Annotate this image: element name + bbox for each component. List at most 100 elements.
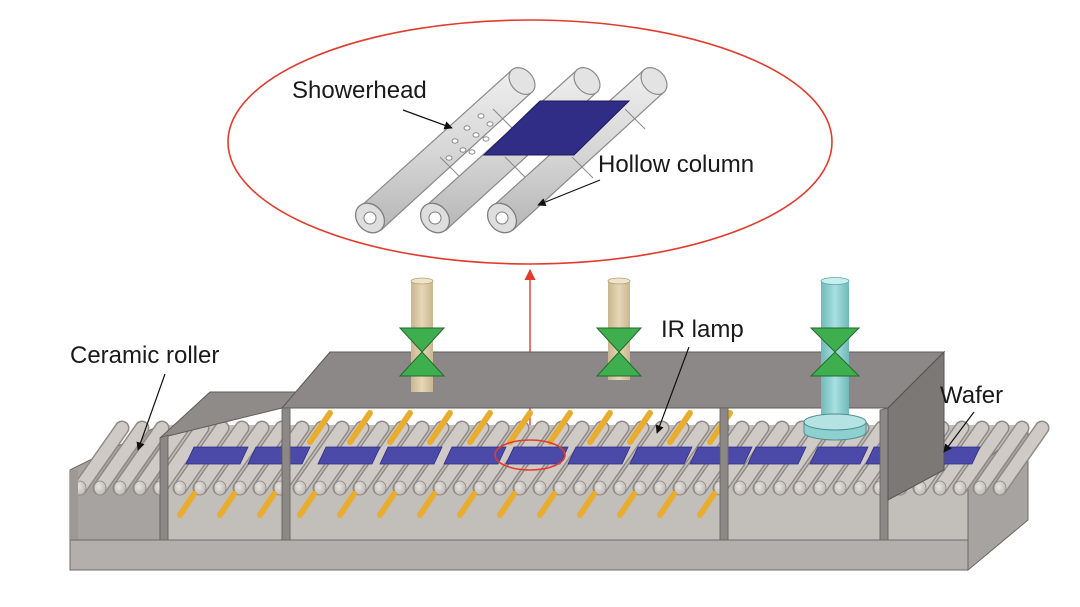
roller-end [193, 480, 207, 496]
roller-end [653, 480, 667, 496]
roller-body [414, 422, 468, 494]
ceramic-roller [972, 420, 1030, 496]
ir-lamp-stripe [467, 410, 493, 445]
roller-end [993, 480, 1007, 496]
roller-body [114, 422, 168, 494]
roller-end [753, 480, 767, 496]
roller-end [853, 480, 867, 496]
wall-4 [879, 407, 889, 546]
ir-lamp-stripe [577, 491, 597, 518]
ir-lamp-stripe [697, 491, 717, 518]
roller-end [673, 480, 687, 496]
roller-end [613, 480, 627, 496]
ir-lamp-stripe [417, 491, 437, 518]
hollow-column-pointer [537, 179, 601, 207]
roller-end [253, 480, 267, 496]
chamber-right-wall [887, 350, 945, 501]
roller-end [453, 480, 467, 496]
gas-inlets [398, 277, 867, 441]
ir-lamp-stripe [667, 410, 693, 445]
roller-end [473, 480, 487, 496]
hollow-column-1 [354, 67, 536, 234]
roller-end [113, 480, 127, 496]
roller-end [413, 480, 427, 496]
ir-lamp-stripe [427, 410, 453, 445]
roller-end [933, 480, 947, 496]
roller-end [293, 480, 307, 496]
roller-end [633, 480, 647, 496]
ceramic-roller [992, 420, 1050, 496]
roller-end [533, 480, 547, 496]
ir-lamp-stripe [307, 410, 333, 445]
roller-end [813, 480, 827, 496]
roller-end [333, 480, 347, 496]
ir-lamp-stripe [217, 491, 237, 518]
ir-lamp-stripe [347, 410, 373, 445]
roller-end [593, 480, 607, 496]
ir-lamp-stripe [257, 491, 277, 518]
roller-end [373, 480, 387, 496]
wafer [443, 446, 507, 465]
label-ceramic-roller: Ceramic roller [70, 342, 219, 369]
labels: Ceramic roller IR lamp Wafer [70, 316, 1003, 453]
chamber-assembly [69, 350, 1050, 572]
wafer [317, 446, 381, 465]
roller-body [954, 422, 1008, 494]
ir-lamp-stripe [297, 491, 317, 518]
highlight-circle [494, 439, 566, 471]
roller-end [833, 480, 847, 496]
valve-3 [809, 327, 861, 377]
showerhead-holes [445, 113, 494, 161]
roller-end [773, 480, 787, 496]
roller-end [353, 480, 367, 496]
wafer [379, 446, 443, 465]
wafer [747, 446, 807, 465]
ir-lamp-pointer [655, 346, 690, 434]
ir-lamp-stripe [177, 491, 197, 518]
ceramic-roller [92, 420, 150, 496]
roller-body [74, 422, 128, 494]
label-wafer: Wafer [940, 382, 1003, 409]
zoom-inset: Showerhead Hollow column [227, 19, 833, 265]
roller-end [493, 480, 507, 496]
wafer [247, 446, 311, 465]
wafer [505, 446, 569, 465]
ir-lamp-stripe [587, 410, 613, 445]
ir-lamp-stripe [547, 410, 573, 445]
ir-lamp-stripe [457, 491, 477, 518]
ir-lamp-stripe [377, 491, 397, 518]
wafer [629, 446, 693, 465]
roller-end [793, 480, 807, 496]
ir-lamp-stripe [337, 491, 357, 518]
roller-body [994, 422, 1048, 494]
roller-end [953, 480, 967, 496]
roller-body [974, 422, 1028, 494]
label-showerhead: Showerhead [292, 77, 427, 104]
ceramic-roller [412, 420, 470, 496]
wall-3 [719, 407, 729, 549]
roller-end [173, 480, 187, 496]
valve-2 [595, 327, 643, 377]
zoom-wafer [482, 100, 631, 156]
ceramic-roller [112, 420, 170, 496]
ir-lamp-array [177, 410, 733, 518]
wall-1 [159, 434, 169, 546]
chamber-front-base [69, 539, 969, 571]
roller-end [313, 480, 327, 496]
roller-end [233, 480, 247, 496]
ir-lamp-stripe [387, 410, 413, 445]
roller-body [94, 422, 148, 494]
wall-2 [281, 407, 291, 546]
roller-end [553, 480, 567, 496]
roller-end [513, 480, 527, 496]
roller-end [693, 480, 707, 496]
wafer-pointer [943, 411, 975, 453]
roller-end [133, 480, 147, 496]
ir-lamp-stripe [627, 410, 653, 445]
ir-lamp-stripe [657, 491, 677, 518]
valve-1 [398, 327, 446, 377]
roller-end [733, 480, 747, 496]
roller-end [93, 480, 107, 496]
label-hollow-column: Hollow column [598, 151, 754, 178]
ir-lamp-stripe [537, 491, 557, 518]
